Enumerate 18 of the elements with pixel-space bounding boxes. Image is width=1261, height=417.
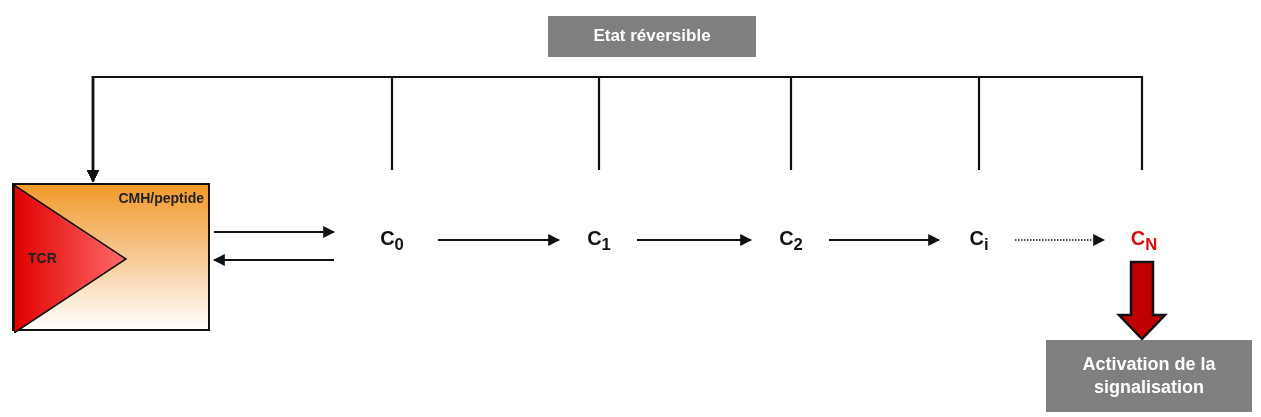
arrow (212, 254, 334, 266)
state-label: C$_{i}$ (953, 222, 1005, 260)
outcome-box: Activation de la signalisation (1046, 340, 1252, 412)
arrow (1014, 234, 1106, 246)
arrow (214, 226, 336, 238)
state-label: C$_{1}$ (573, 222, 625, 260)
state-label: C$_{N}$ (1116, 222, 1172, 260)
arrow (87, 75, 1144, 183)
receptor-label: TCR (28, 250, 57, 266)
state-label: C$_{2}$ (765, 222, 817, 260)
complex-label: CMH/peptide (118, 190, 204, 206)
arrow (637, 234, 753, 246)
complex-box (12, 183, 210, 331)
arrow (438, 234, 561, 246)
state-note-box: Etat réversible (548, 16, 756, 57)
arrow (829, 234, 941, 246)
state-label: C$_{0}$ (366, 222, 418, 260)
block-arrow (1116, 260, 1168, 341)
